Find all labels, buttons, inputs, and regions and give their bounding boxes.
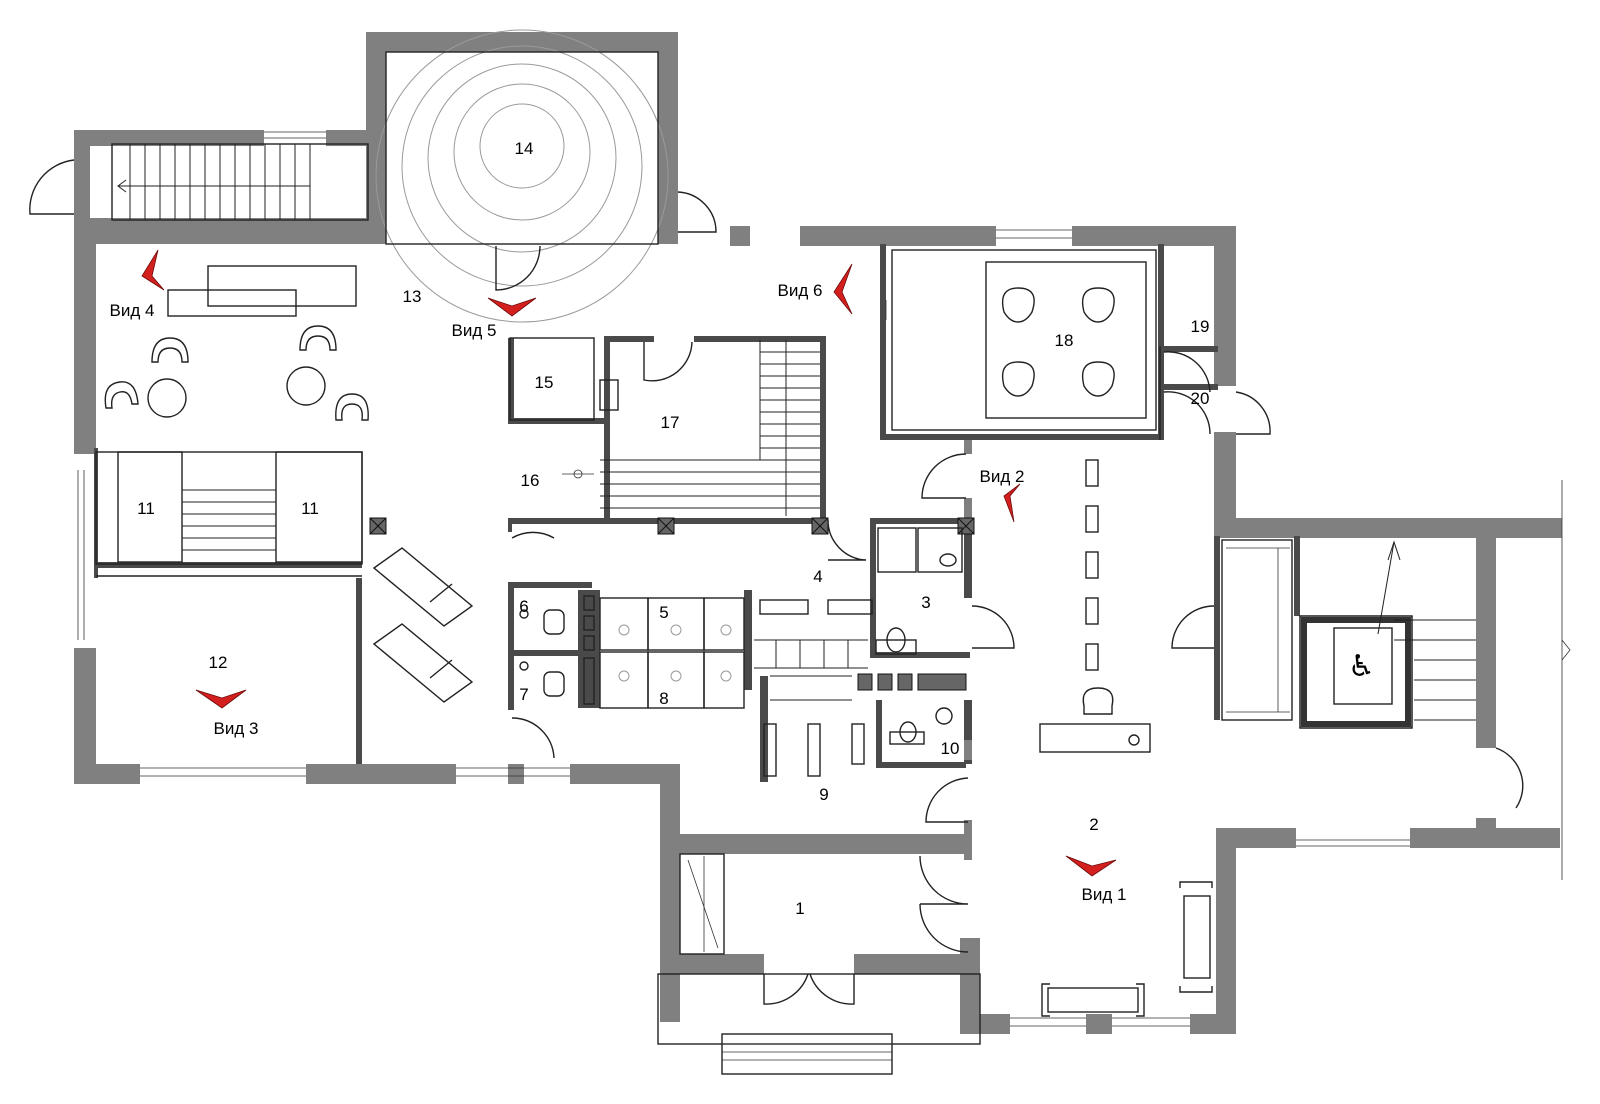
view-labels: Вид 1 Вид 2 Вид 3 Вид 4 Вид 5 Вид 6: [110, 281, 1127, 904]
room-label-19: 19: [1191, 317, 1210, 336]
view-marker-1: [1065, 855, 1117, 877]
room-label-4: 4: [813, 567, 822, 586]
view-label-3: Вид 3: [214, 719, 259, 738]
walls: [74, 32, 1562, 1034]
room-label-12: 12: [209, 653, 228, 672]
room-label-16: 16: [521, 471, 540, 490]
view-label-1: Вид 1: [1082, 885, 1127, 904]
view-label-6: Вид 6: [778, 281, 823, 300]
view-marker-5: [487, 297, 537, 317]
room-label-18: 18: [1055, 331, 1074, 350]
room-label-13: 13: [403, 287, 422, 306]
room-label-1: 1: [795, 899, 804, 918]
view-marker-3: [195, 689, 247, 709]
room-label-10: 10: [941, 739, 960, 758]
view-label-4: Вид 4: [110, 301, 155, 320]
furniture: ♿: [29, 29, 1571, 1075]
room-label-6: 6: [519, 597, 528, 616]
room-label-20: 20: [1191, 389, 1210, 408]
view-marker-6: [833, 263, 853, 315]
view-markers: [141, 249, 1117, 877]
room-label-5: 5: [659, 603, 668, 622]
view-label-5: Вид 5: [452, 321, 497, 340]
room-label-9: 9: [819, 785, 828, 804]
wheelchair-icon: ♿: [1348, 649, 1375, 684]
room-label-17: 17: [661, 413, 680, 432]
room-label-11-right: 11: [301, 499, 319, 518]
view-label-2: Вид 2: [980, 467, 1025, 486]
room-label-15: 15: [535, 373, 554, 392]
room-label-2: 2: [1089, 815, 1098, 834]
view-marker-4: [141, 249, 165, 291]
view-marker-2: [1003, 483, 1021, 523]
room-label-7: 7: [519, 685, 528, 704]
room-label-3: 3: [921, 593, 930, 612]
room-label-14: 14: [515, 139, 534, 158]
room-labels: 1 2 3 4 5 6 7 8 9 10 11 11 12 13 14 15 1…: [137, 139, 1209, 918]
room-label-11-left: 11: [137, 499, 155, 518]
room-label-8: 8: [659, 689, 668, 708]
